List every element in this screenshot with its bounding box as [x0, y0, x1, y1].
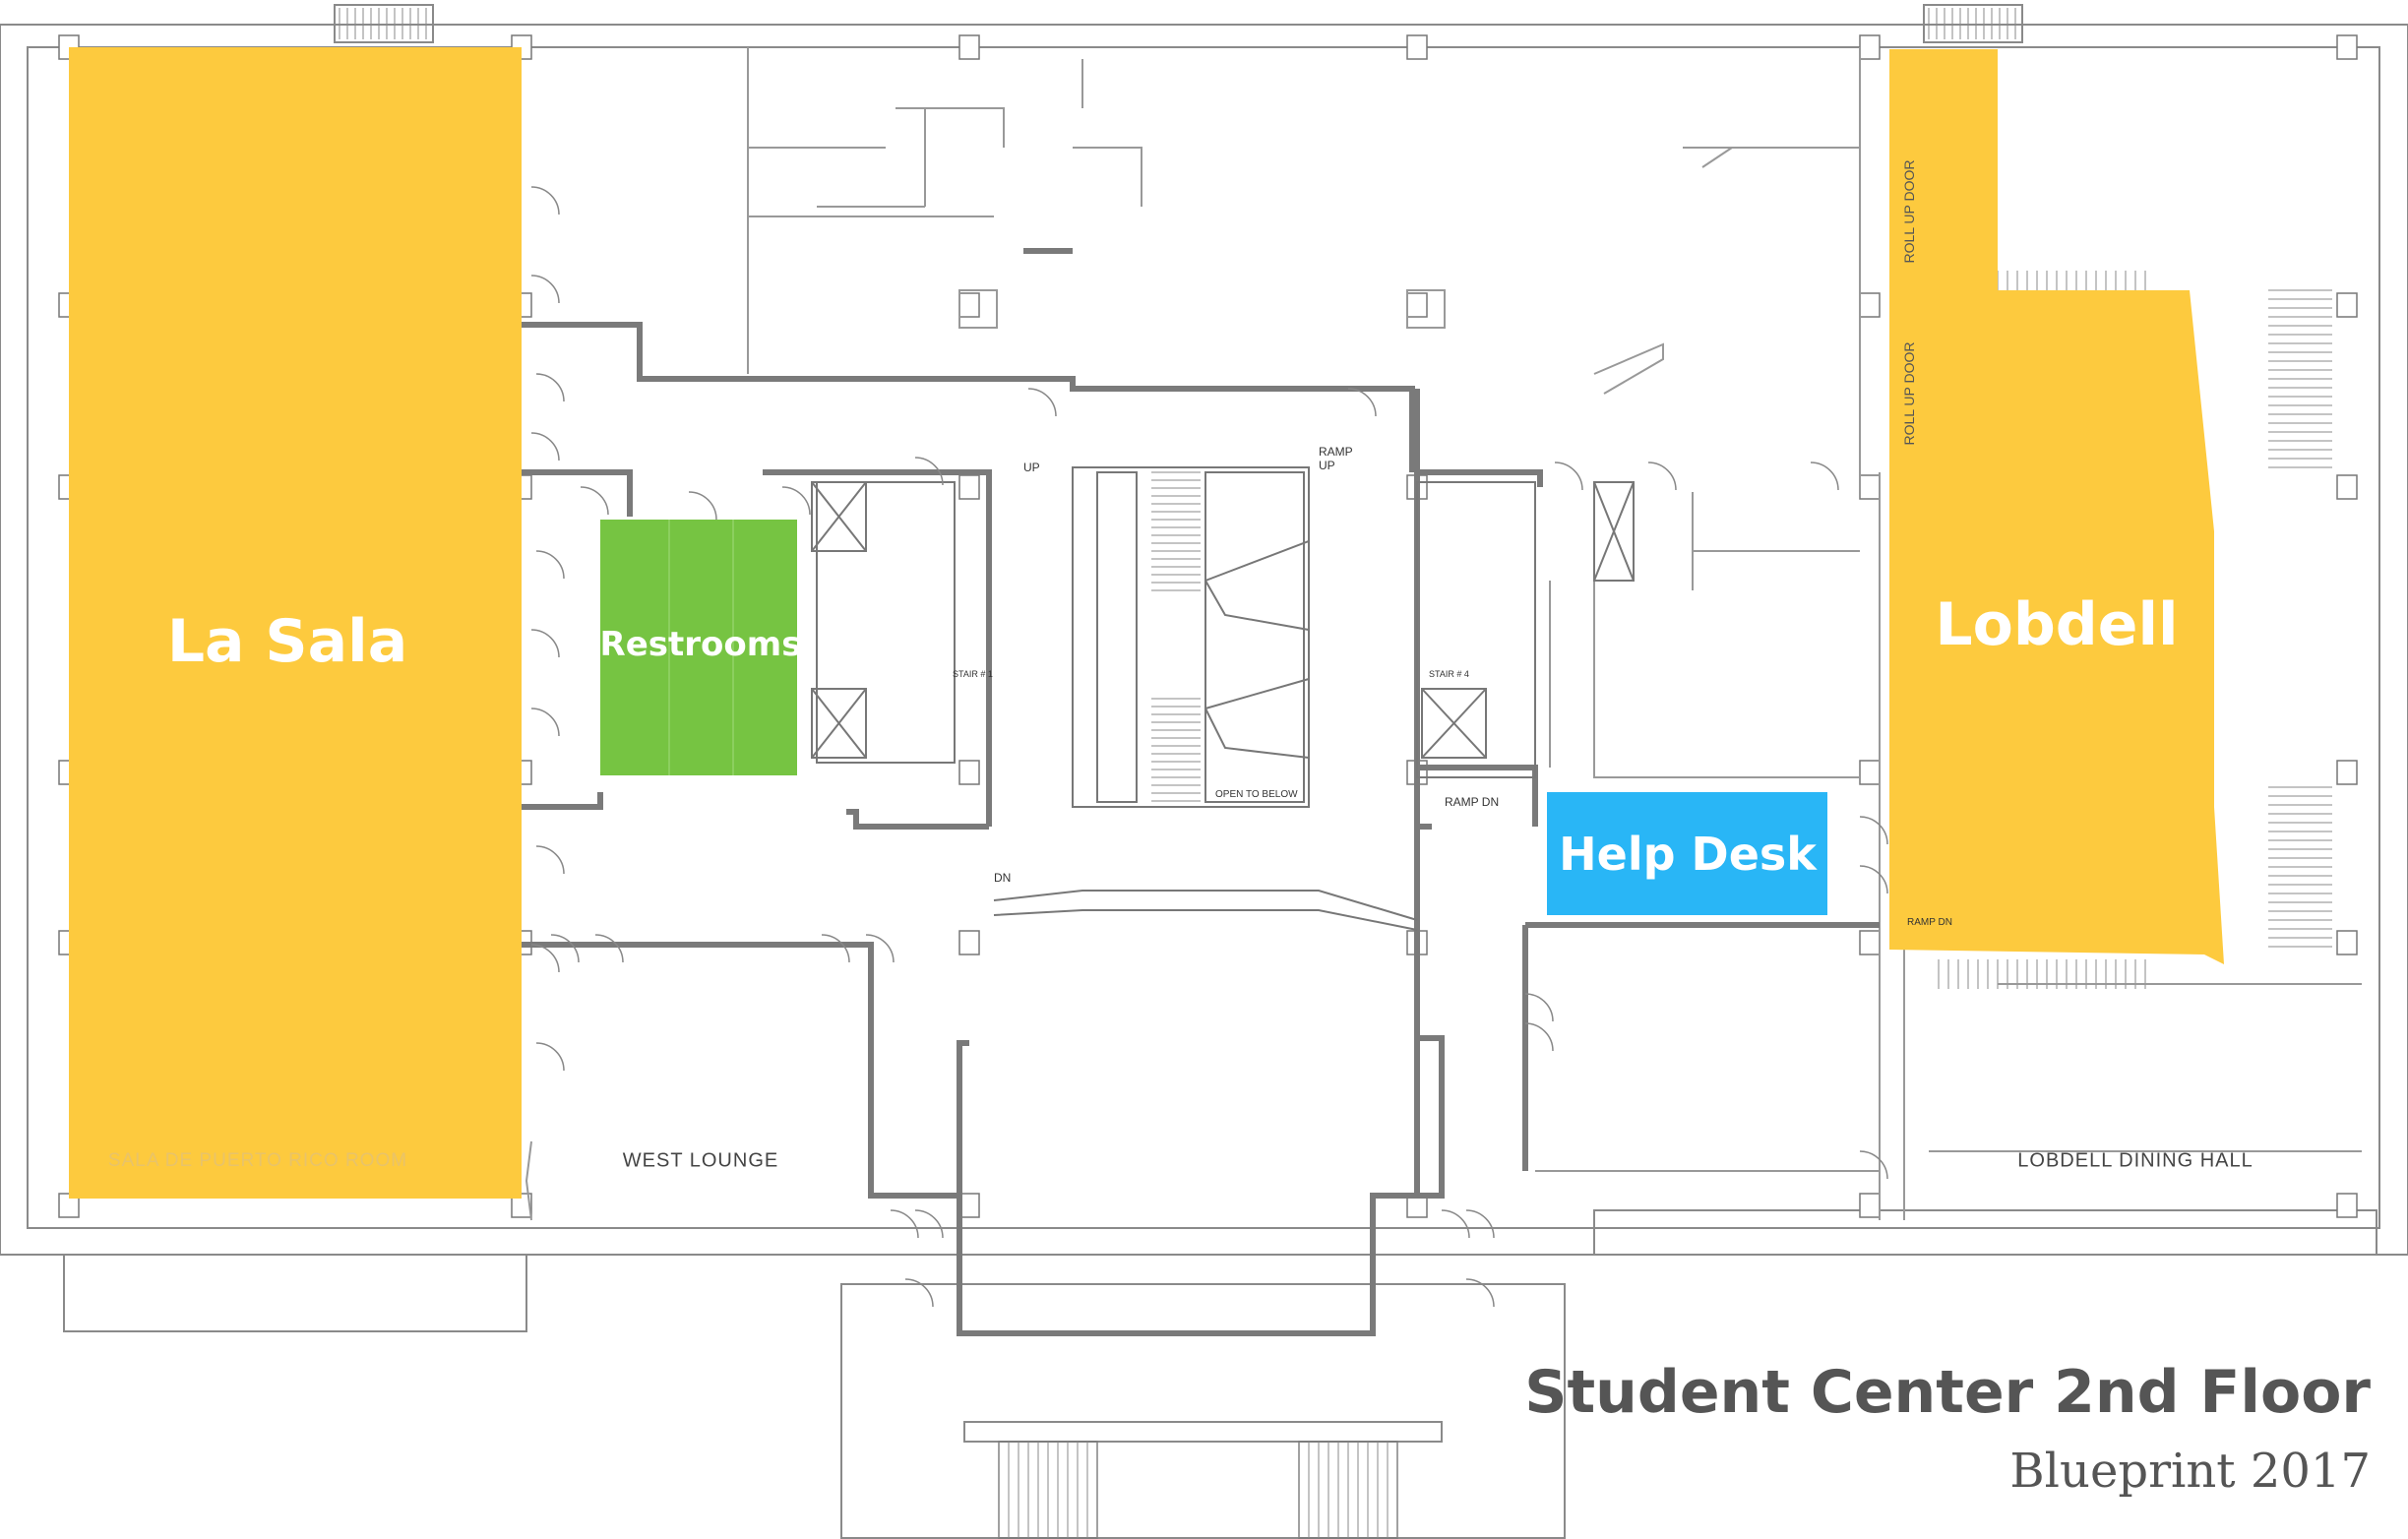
door-swing — [821, 934, 850, 963]
door-swing — [535, 1042, 565, 1072]
door-swing — [530, 186, 560, 215]
column-marker — [2336, 930, 2358, 955]
roll-up-door-lower: ROLL UP DOOR — [1901, 341, 1917, 446]
up-annotation: UP — [1023, 461, 1040, 474]
column-marker — [1859, 292, 1881, 318]
ramp-dn-annotation: RAMP DN — [1445, 795, 1500, 809]
column-marker — [1859, 34, 1881, 60]
sala-de-puerto-rico-label: SALA DE PUERTO RICO ROOM — [107, 1150, 408, 1171]
la-sala-label: La Sala — [166, 607, 408, 676]
door-swing — [914, 457, 944, 486]
ramp-up-annotation: RAMP UP — [1319, 445, 1353, 472]
interior-walls-heavy — [522, 248, 1880, 1336]
open-to-below-annotation: OPEN TO BELOW — [1215, 789, 1298, 800]
column-marker — [1406, 34, 1428, 60]
door-swing — [1524, 1022, 1554, 1052]
column-marker — [2336, 34, 2358, 60]
door-swing — [890, 1209, 919, 1239]
door-swing — [914, 1209, 944, 1239]
stair-hatching — [339, 8, 2332, 1538]
map-subtitle: Blueprint 2017 — [2009, 1444, 2371, 1499]
door-swing — [1441, 1209, 1470, 1239]
door-swing — [1347, 388, 1377, 417]
door-swing — [1465, 1209, 1495, 1239]
column-marker — [1859, 1193, 1881, 1218]
central-stairs — [811, 466, 1635, 931]
dn-annotation: DN — [994, 871, 1012, 885]
door-swings — [530, 186, 1888, 1308]
door-swing — [550, 934, 580, 963]
ramp-dn-lobdell-annotation: RAMP DN — [1907, 917, 1952, 928]
column-marker — [958, 760, 980, 785]
door-swing — [580, 486, 609, 516]
west-lounge-label: WEST LOUNGE — [622, 1149, 779, 1172]
column-marker — [2336, 292, 2358, 318]
door-swing — [530, 629, 560, 658]
lobdell-dining-hall-label: LOBDELL DINING HALL — [2017, 1149, 2254, 1172]
column-marker — [958, 474, 980, 500]
lobdell-label: Lobdell — [1935, 590, 2179, 659]
la-sala-area — [69, 47, 522, 1199]
door-swing — [865, 934, 895, 963]
door-swing — [1465, 1278, 1495, 1308]
door-swing — [535, 373, 565, 402]
door-swing — [530, 944, 560, 973]
door-swing — [1647, 462, 1677, 491]
column-marker — [1406, 292, 1428, 318]
door-swing — [594, 934, 624, 963]
map-title: Student Center 2nd Floor — [1524, 1358, 2371, 1427]
door-swing — [904, 1278, 934, 1308]
building-outline — [0, 4, 2408, 1539]
stair-1-annotation: STAIR # 1 — [953, 669, 993, 679]
title-block: Student Center 2nd Floor Blueprint 2017 — [1524, 1363, 2371, 1495]
door-swing — [530, 708, 560, 737]
door-swing — [535, 845, 565, 875]
door-swing — [530, 432, 560, 462]
lobdell-area — [1889, 49, 2224, 964]
stair-4-annotation: STAIR # 4 — [1429, 669, 1469, 679]
column-marker — [1859, 930, 1881, 955]
column-marker — [2336, 1193, 2358, 1218]
door-swing — [1524, 993, 1554, 1022]
door-swing — [781, 486, 811, 516]
south-stairs — [998, 1441, 1398, 1539]
door-swing — [688, 491, 717, 521]
door-swing — [1027, 388, 1057, 417]
column-marker — [958, 930, 980, 955]
help-desk-area — [1547, 792, 1827, 915]
roll-up-door-upper: ROLL UP DOOR — [1901, 159, 1917, 264]
door-swing — [1859, 816, 1888, 845]
column-marker — [1859, 474, 1881, 500]
help-desk-label: Help Desk — [1559, 828, 1817, 881]
door-swing — [530, 275, 560, 304]
door-swing — [1554, 462, 1583, 491]
column-marker — [958, 292, 980, 318]
door-swing — [535, 550, 565, 580]
door-swing — [1810, 462, 1839, 491]
door-swing — [1859, 865, 1888, 894]
door-swing — [1859, 1150, 1888, 1180]
column-marker — [2336, 474, 2358, 500]
column-marker — [2336, 760, 2358, 785]
column-marker — [958, 34, 980, 60]
column-marker — [1859, 760, 1881, 785]
restrooms-area — [600, 520, 797, 775]
restrooms-label: Restrooms — [599, 625, 802, 664]
